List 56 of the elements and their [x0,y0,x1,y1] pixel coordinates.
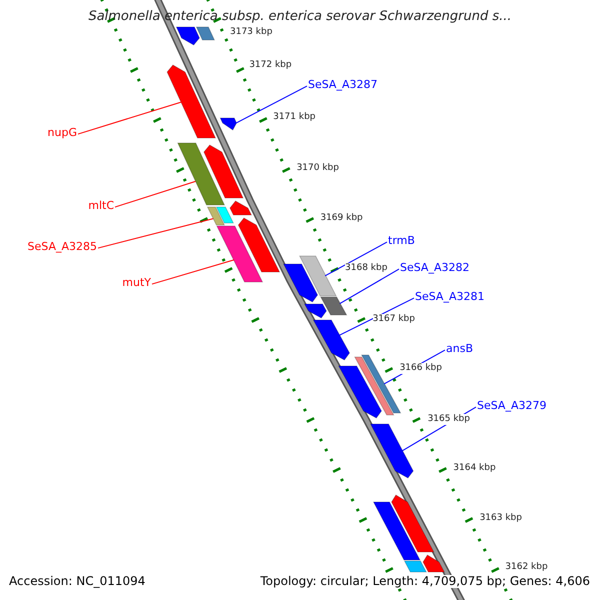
gene-feature [196,26,216,40]
scale-label: 3166 kbp [400,363,442,374]
gene-feature [203,144,244,198]
leader-line [114,180,196,208]
scale-label: 3168 kbp [345,263,388,274]
gene-feature [216,206,234,224]
scale-label: 3163 kbp [480,513,522,524]
gene-label: SeSA_A3281 [415,290,484,303]
gene-feature [304,304,327,319]
gene-feature [312,320,350,361]
gene-feature [360,354,402,414]
gene-feature [238,217,280,272]
gene-label: mltC [88,199,114,212]
genome-info-label: Topology: circular; Length: 4,709,075 bp; Genes: 4,606 [260,575,590,588]
gene-feature [229,200,252,216]
gene-label: nupG [48,126,77,139]
gene-feature [354,356,394,416]
gene-label: mutY [122,276,151,289]
leader-line [339,268,400,304]
scale-label: 3172 kbp [249,60,292,71]
gene-feature [177,142,226,206]
gene-feature [391,494,434,552]
gene-feature [216,226,264,282]
gene-feature [282,264,318,303]
gene-feature [404,560,427,572]
gene-feature [299,256,337,296]
gene-label: SeSA_A3285 [28,240,97,253]
leader-line [98,218,214,249]
gene-feature [206,206,225,226]
accession-label: Accession: NC_011094 [9,575,146,588]
leader-line [324,242,388,276]
scale-label: 3171 kbp [273,112,316,123]
scale-label: 3173 kbp [230,27,272,38]
gene-label: ansB [446,342,473,355]
scale-label: 3165 kbp [428,414,470,425]
scale-label: 3169 kbp [320,213,363,224]
gene-label: trmB [388,234,415,247]
gene-feature [370,424,414,479]
scale-label: 3167 kbp [372,314,415,325]
gene-label: SeSA_A3287 [308,78,378,91]
scale-label: 3164 kbp [453,463,496,474]
gene-feature [372,502,421,560]
gene-feature [422,554,445,572]
leader-line [78,102,182,135]
gene-label: SeSA_A3279 [477,399,546,412]
gene-feature [220,118,238,131]
scale-label: 3162 kbp [505,562,548,573]
leader-line [152,259,234,285]
gene-label: SeSA_A3282 [400,261,470,274]
scale-label: 3170 kbp [296,163,339,174]
gene-feature [166,64,216,138]
gene-feature [338,366,382,419]
gene-feature [320,296,348,316]
leader-line [338,298,414,336]
gene-feature [176,26,200,46]
leader-line [236,86,308,124]
